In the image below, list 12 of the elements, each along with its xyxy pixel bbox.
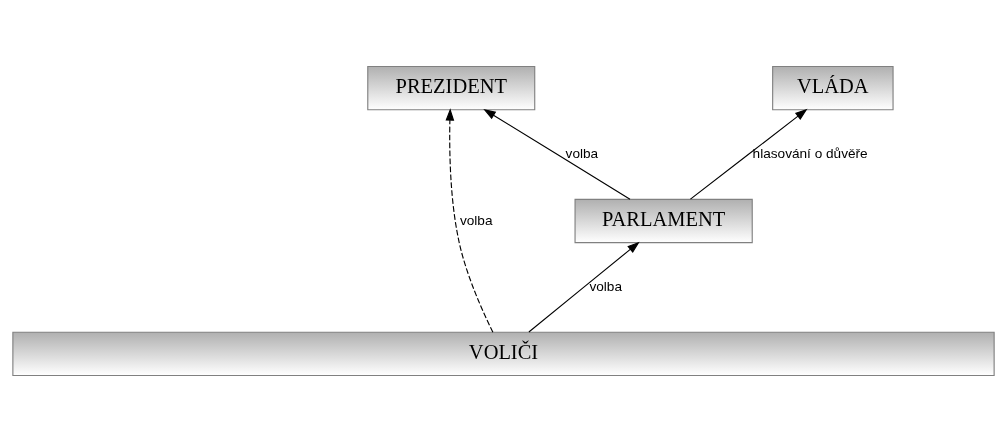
arrow <box>483 108 631 200</box>
edge-label: hlasování o důvěře <box>752 145 868 161</box>
node-box: VLÁDA <box>772 65 894 110</box>
edge-label: volba <box>589 278 622 294</box>
edge-label: volba <box>565 145 599 161</box>
node-box: PARLAMENT <box>574 198 753 243</box>
edge-label: volba <box>459 212 493 228</box>
arrow <box>528 241 640 333</box>
arrow <box>689 108 808 200</box>
arrow <box>445 107 494 333</box>
node-box: PREZIDENT <box>367 65 536 110</box>
node-box: VOLIČI <box>12 331 995 376</box>
